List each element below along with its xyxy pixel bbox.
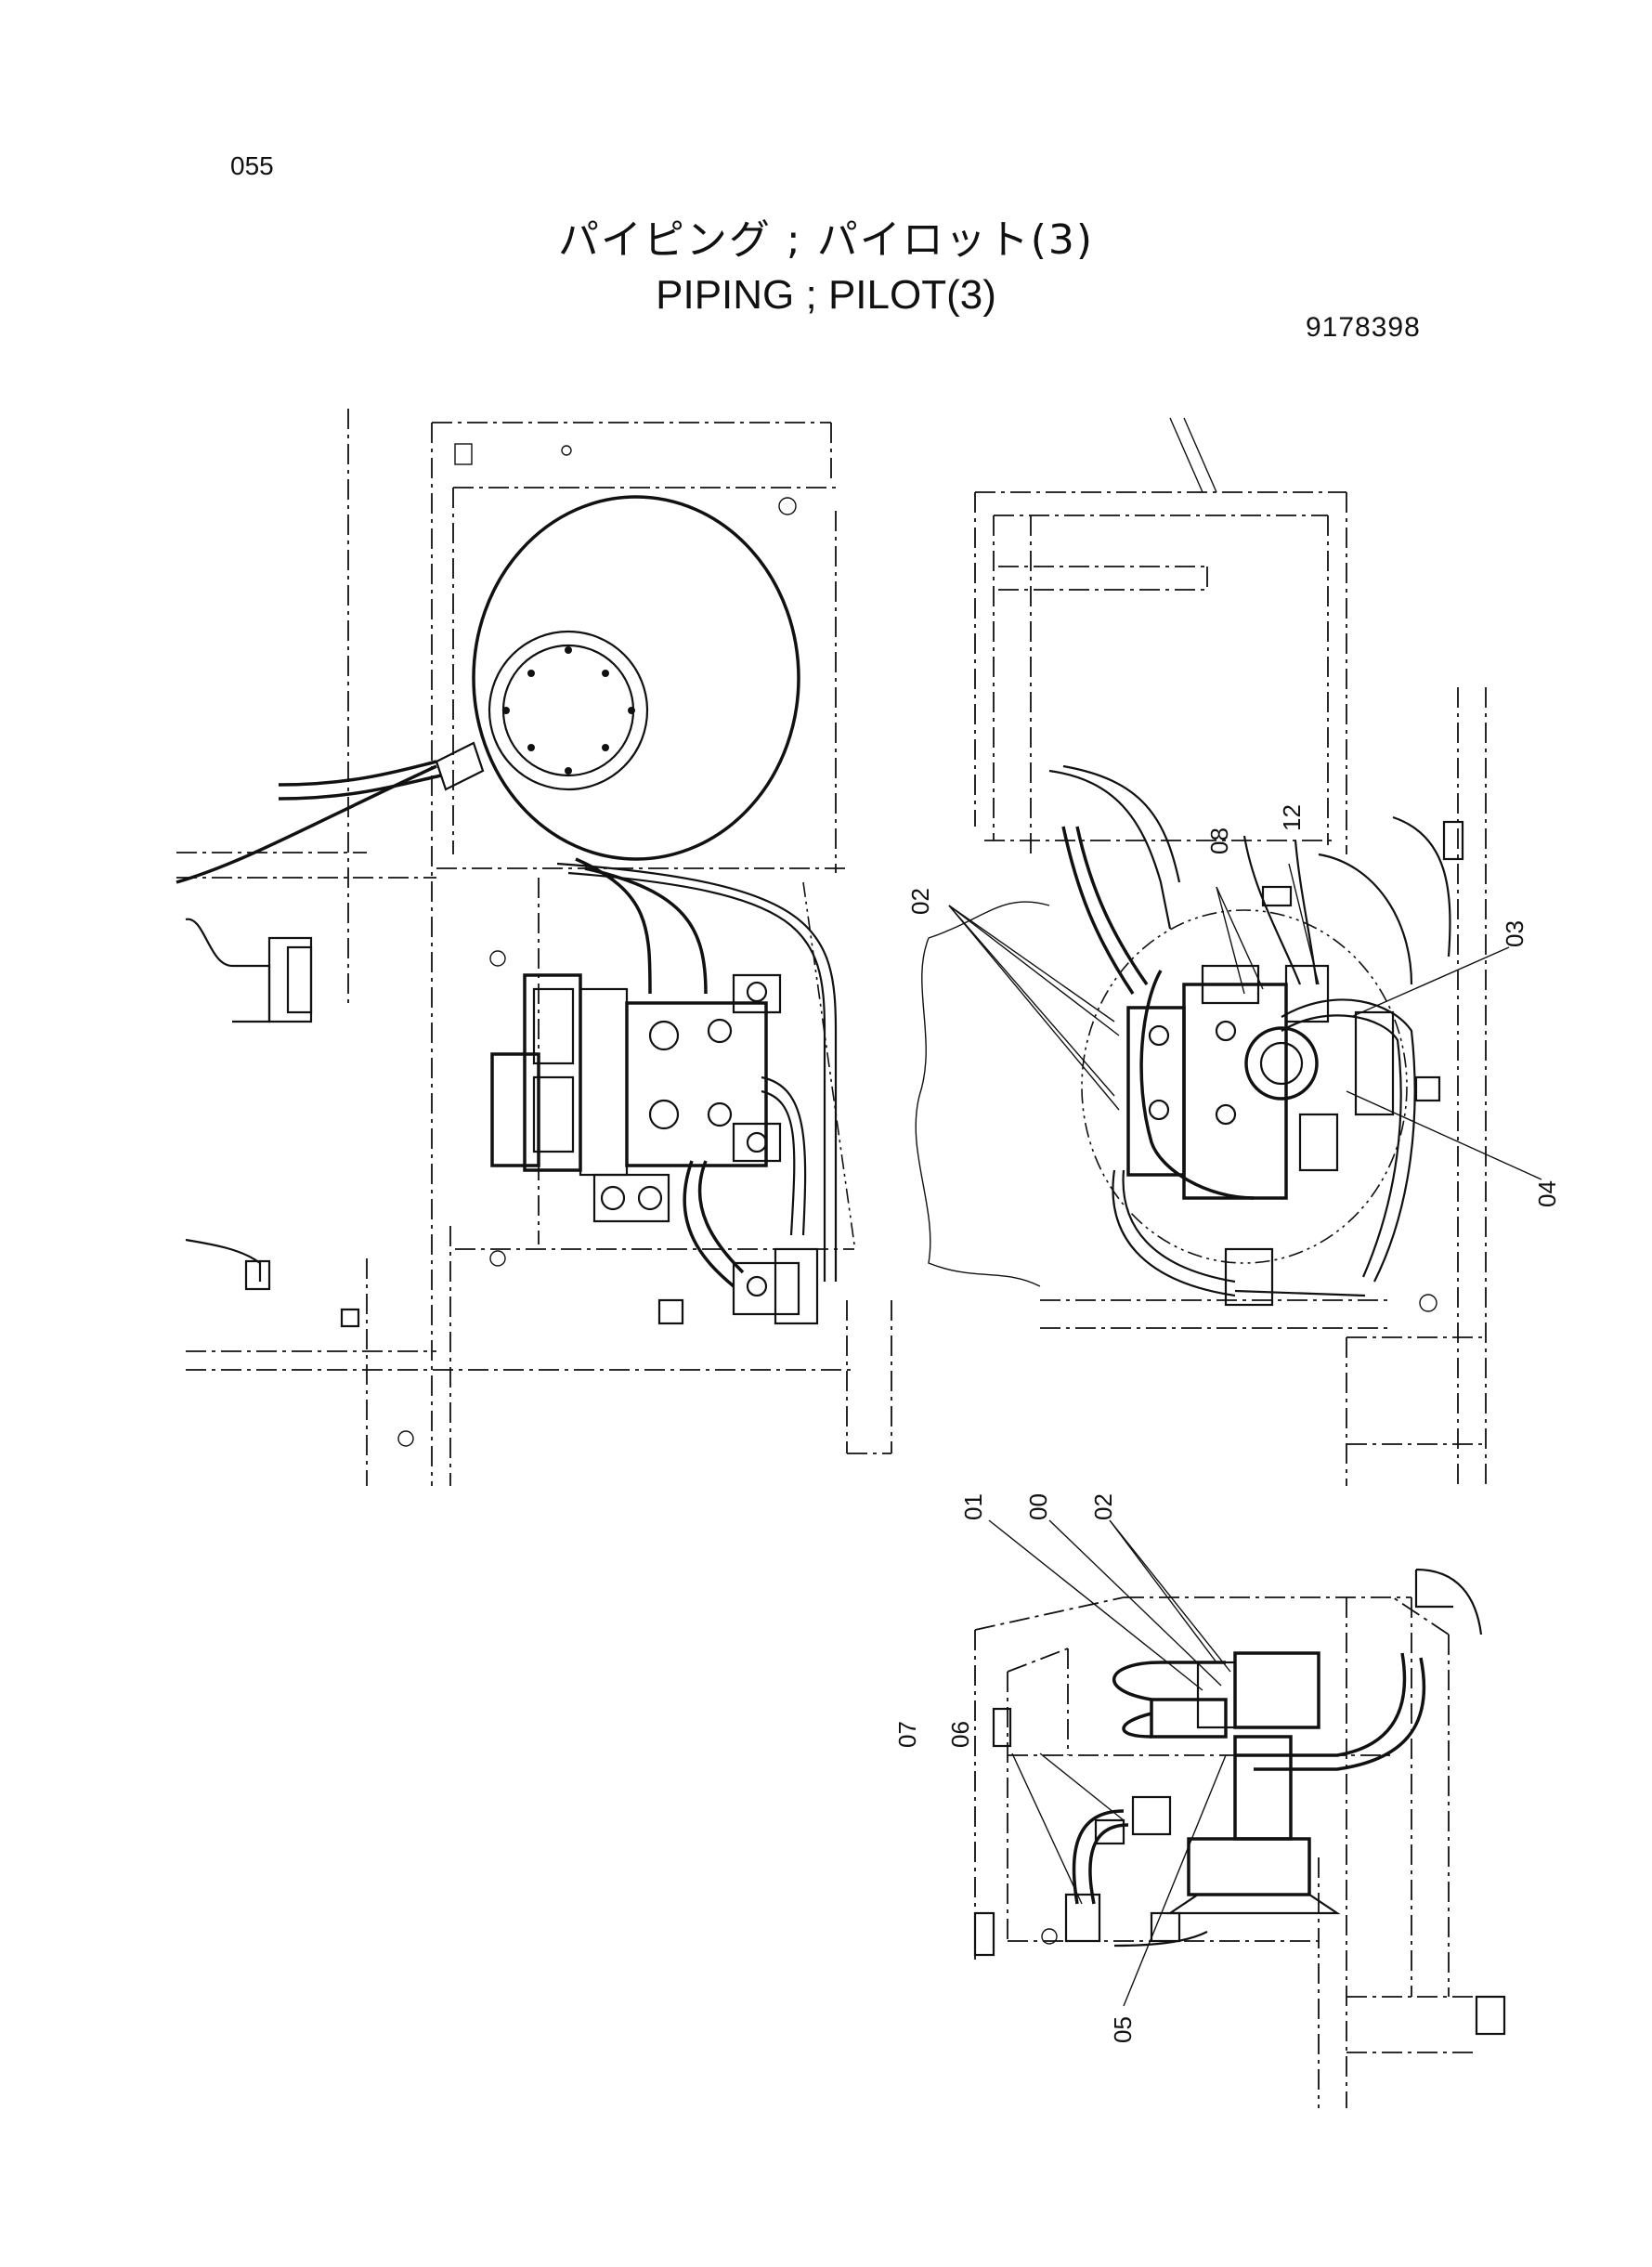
title-english: PIPING ; PILOT(3) xyxy=(656,272,996,318)
callout-00: 00 xyxy=(1024,1493,1052,1520)
left-view xyxy=(176,409,892,1486)
callout-07: 07 xyxy=(893,1721,921,1748)
bottom-view xyxy=(973,1519,1506,2108)
callout-06: 06 xyxy=(946,1721,974,1748)
callout-01: 01 xyxy=(959,1493,987,1520)
callout-03: 03 xyxy=(1501,920,1528,947)
callout-08: 08 xyxy=(1205,827,1233,854)
callout-02-bottom: 02 xyxy=(1089,1493,1117,1520)
page-number: 055 xyxy=(230,151,274,180)
callout-04: 04 xyxy=(1533,1180,1561,1207)
title-japanese: パイピング ; パイロット(3) xyxy=(557,216,1095,264)
callout-12: 12 xyxy=(1278,804,1306,831)
drawing-number: 9178398 xyxy=(1306,312,1421,343)
callout-02-right: 02 xyxy=(906,888,934,915)
right-view xyxy=(915,417,1542,1486)
callout-05: 05 xyxy=(1109,2016,1137,2043)
